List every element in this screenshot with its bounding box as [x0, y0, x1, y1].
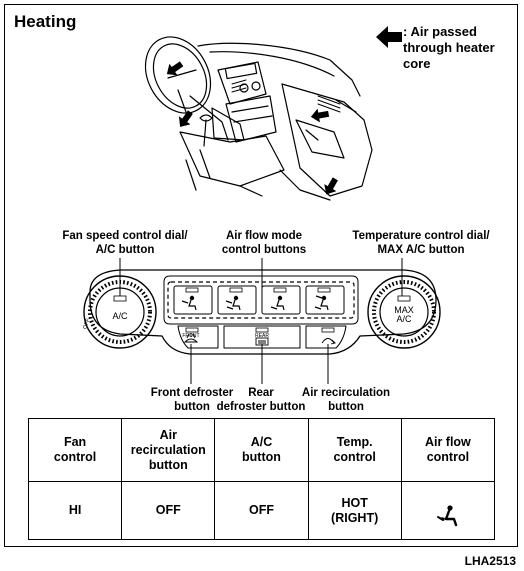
ac-button-label: A/C: [112, 311, 128, 321]
value-air-recirculation: OFF: [121, 481, 216, 540]
air-flow-mode-callout: Air flow mode control buttons: [221, 230, 307, 256]
temperature-callout: Temperature control dial/ MAX A/C button: [352, 230, 490, 256]
table-header-row: Fan control Air recirculation button A/C…: [27, 417, 496, 483]
fan-speed-callout: Fan speed control dial/ A/C button: [62, 230, 188, 256]
header-fan-control: Fan control: [27, 417, 123, 483]
value-fan-control: HI: [27, 481, 123, 540]
table-value-row: HI OFF OFF HOT (RIGHT): [27, 481, 496, 540]
front-defroster-callout: Front defroster button: [150, 387, 234, 413]
header-ac-button: A/C button: [214, 417, 309, 483]
legend-text: : Air passed through heater core: [403, 24, 495, 71]
air-flow-arrow-icon: [376, 26, 402, 48]
air-recirculation-callout: Air recirculation button: [301, 387, 391, 413]
header-air-flow-control: Air flow control: [400, 417, 496, 483]
rear-defroster-callout: Rear defroster button: [216, 387, 306, 413]
front-button-small-label: FRONT: [182, 333, 200, 339]
floor-air-flow-icon: [436, 505, 458, 527]
header-air-recirculation: Air recirculation button: [121, 417, 216, 483]
rear-button-small-label: REAR: [255, 333, 269, 339]
value-temp-control: HOT (RIGHT): [307, 481, 402, 540]
figure-code: LHA2513: [464, 554, 516, 568]
figure-title: Heating: [14, 12, 77, 31]
value-ac-button: OFF: [214, 481, 309, 540]
figure-frame: [4, 4, 518, 547]
header-temp-control: Temp. control: [307, 417, 402, 483]
max-ac-button-label: MAX A/C: [394, 305, 414, 324]
heating-settings-table: Fan control Air recirculation button A/C…: [27, 417, 496, 540]
value-air-flow-control: [400, 481, 496, 540]
